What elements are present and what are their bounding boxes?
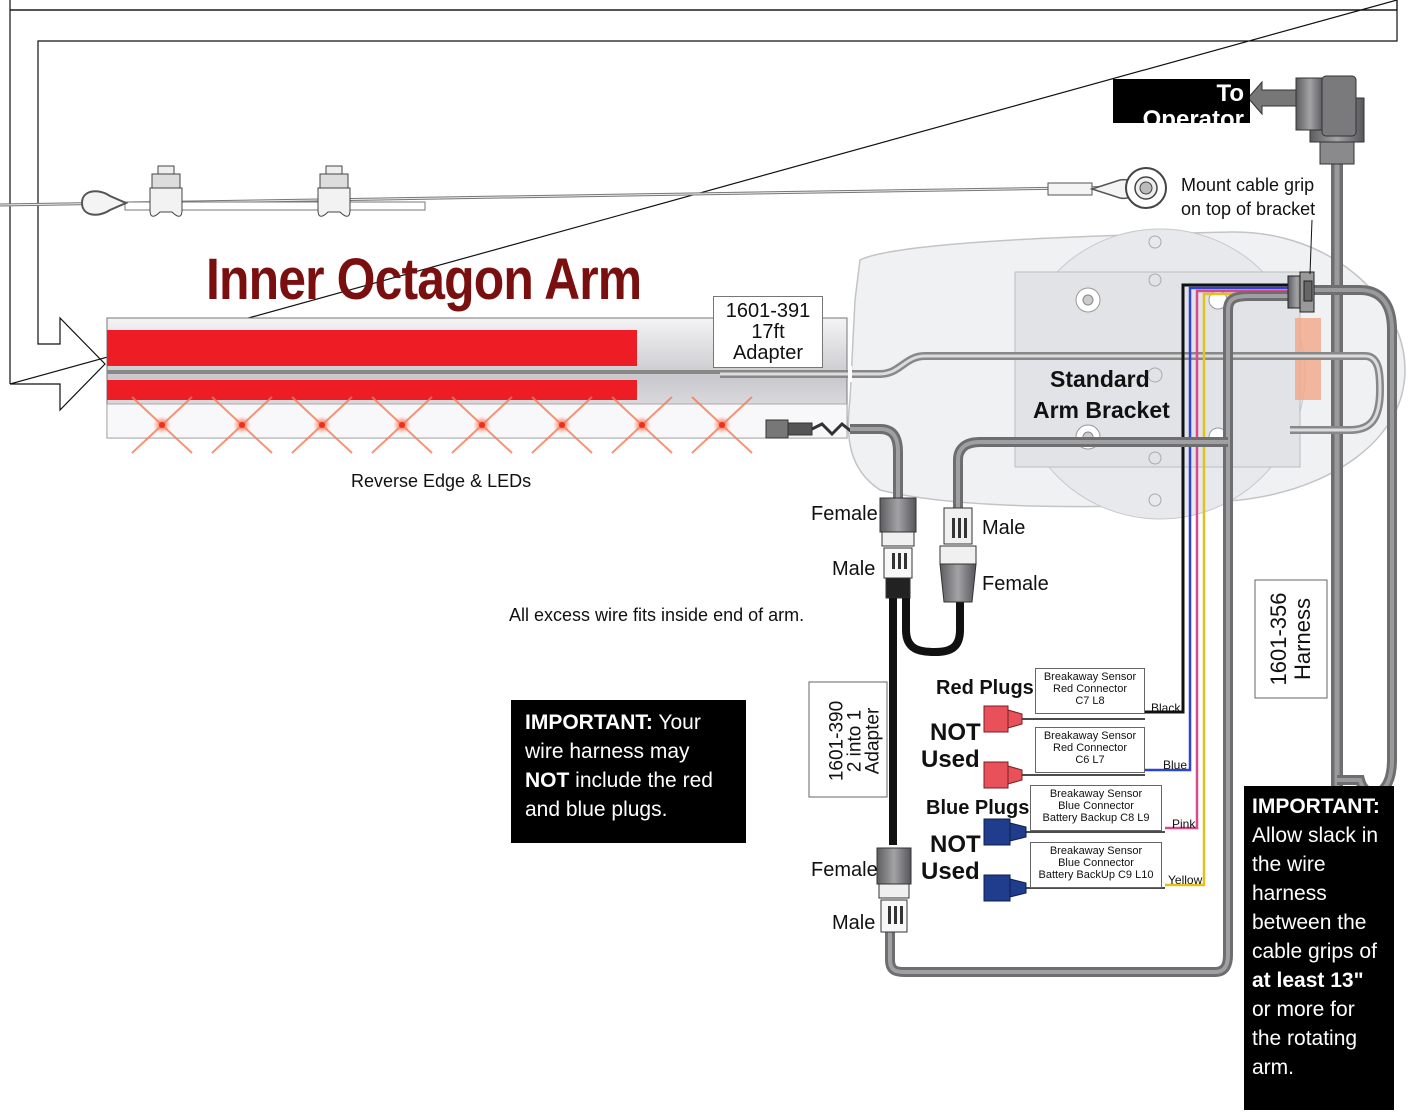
sensor-4-l3: Battery BackUp C9 L10 [1038,869,1154,881]
important-note-left: IMPORTANT: Your wire harness may NOT inc… [511,700,746,843]
wire-label-black: Black [1151,701,1181,715]
red-plug-1 [983,705,1023,733]
sensor-2-l3: C6 L7 [1075,754,1105,766]
male-right-label: Male [982,517,1026,539]
bracket-label-1: Standard [1050,366,1150,392]
female-right-label: Female [982,573,1049,595]
harness-356-name: Harness [1290,598,1315,680]
wire-pink [1165,289,1290,830]
adapter-390-label: 1601-390 2 into 1 Adapter [827,684,884,799]
bracket-label-2: Arm Bracket [1033,397,1170,423]
sensor-3-l2: Blue Connector [1058,800,1134,812]
red-plugs-heading: Red Plugs [936,677,1034,699]
sensor-tag-4: Breakaway Sensor Blue Connector Battery … [1030,842,1162,888]
blue-plug-1 [983,818,1027,846]
cable-clamp-1 [149,165,183,217]
sensor-4-l1: Breakaway Sensor [1049,845,1143,857]
adapter-391-part: 1601-391 [725,300,811,322]
cable-thimble-left [80,190,129,216]
female-bottom-label: Female [811,859,878,881]
sensor-1-l2: Red Connector [1053,683,1127,695]
cable-clamp-2 [317,165,351,217]
reverse-edge-label: Reverse Edge & LEDs [351,471,532,491]
sensor-1-l1: Breakaway Sensor [1043,671,1137,683]
red-plug-2 [983,761,1023,789]
important-left-bold2: NOT [525,769,570,792]
wire-blue [1145,286,1290,772]
important-right-bold2: at least 13" [1252,969,1364,992]
important-left-t2: include the red and blue plugs. [525,769,713,821]
important-right-t2: or more for the rotating arm. [1252,998,1358,1079]
harness-356-part: 1601-356 [1266,592,1291,686]
sensor-3-l1: Breakaway Sensor [1049,788,1143,800]
female-top-label: Female [811,503,878,525]
sensor-tag-3: Breakaway Sensor Blue Connector Battery … [1030,785,1162,831]
cable-grip-bracket [1287,271,1315,313]
reverse-edge-plug [765,419,853,439]
important-left-bold1: IMPORTANT: [525,711,653,734]
to-operator-label: To Operator See next page [1113,79,1250,144]
excess-wire-loop [902,598,964,657]
wire-label-pink: Pink [1172,817,1196,831]
mount-note-2: on top of bracket [1181,199,1316,219]
excess-wire-note: All excess wire fits inside end of arm. [509,605,805,625]
to-operator-sub: See next page [1179,133,1245,144]
important-right-t1: Allow slack in the wire harness between … [1252,824,1379,963]
sensor-4-l2: Blue Connector [1058,857,1134,869]
adapter-391-label: 1601-391 17ft Adapter [713,296,823,368]
male-connector-bottom [880,899,908,933]
male-bottom-label: Male [832,912,876,934]
mount-note-1: Mount cable grip [1181,175,1315,195]
sensor-1-l3: C7 L8 [1075,695,1105,707]
adapter-391-length: 17ft [751,321,785,343]
male-connector-right [943,507,973,545]
wire-black [1145,283,1290,714]
led-strip [131,396,753,454]
not-used-1-b: Used [921,746,980,773]
wire-label-yellow: Yellow [1168,873,1203,887]
male-connector-top [883,547,913,599]
sensor-tag-2: Breakaway Sensor Red Connector C6 L7 [1035,727,1145,773]
wire-label-blue: Blue [1163,758,1188,772]
female-connector-right [939,545,977,603]
male-top-label: Male [832,558,876,580]
female-connector-top [879,497,917,547]
sensor-2-l1: Breakaway Sensor [1043,730,1137,742]
adapter-390-kind: Adapter [862,707,884,775]
sensor-2-l2: Red Connector [1053,742,1127,754]
sensor-tag-1: Breakaway Sensor Red Connector C7 L8 [1035,668,1145,714]
blue-plugs-heading: Blue Plugs [926,797,1030,819]
not-used-2-b: Used [921,858,980,885]
to-operator-text: To Operator [1142,80,1244,133]
harness-356-label: 1601-356 Harness [1266,580,1315,698]
adapter-391-type: Adapter [732,342,804,364]
page-title: Inner Octagon Arm [206,247,642,312]
operator-connector [1247,75,1365,165]
not-used-2-a: NOT [930,831,981,858]
sensor-3-l3: Battery Backup C8 L9 [1042,812,1150,824]
blue-plug-2 [983,874,1027,902]
important-left-t1: Your wire harness may [525,711,701,763]
not-used-1-a: NOT [930,719,981,746]
important-right-bold1: IMPORTANT: [1252,795,1380,818]
important-note-right: IMPORTANT: Allow slack in the wire harne… [1244,786,1394,1110]
female-connector-bottom [876,847,912,899]
